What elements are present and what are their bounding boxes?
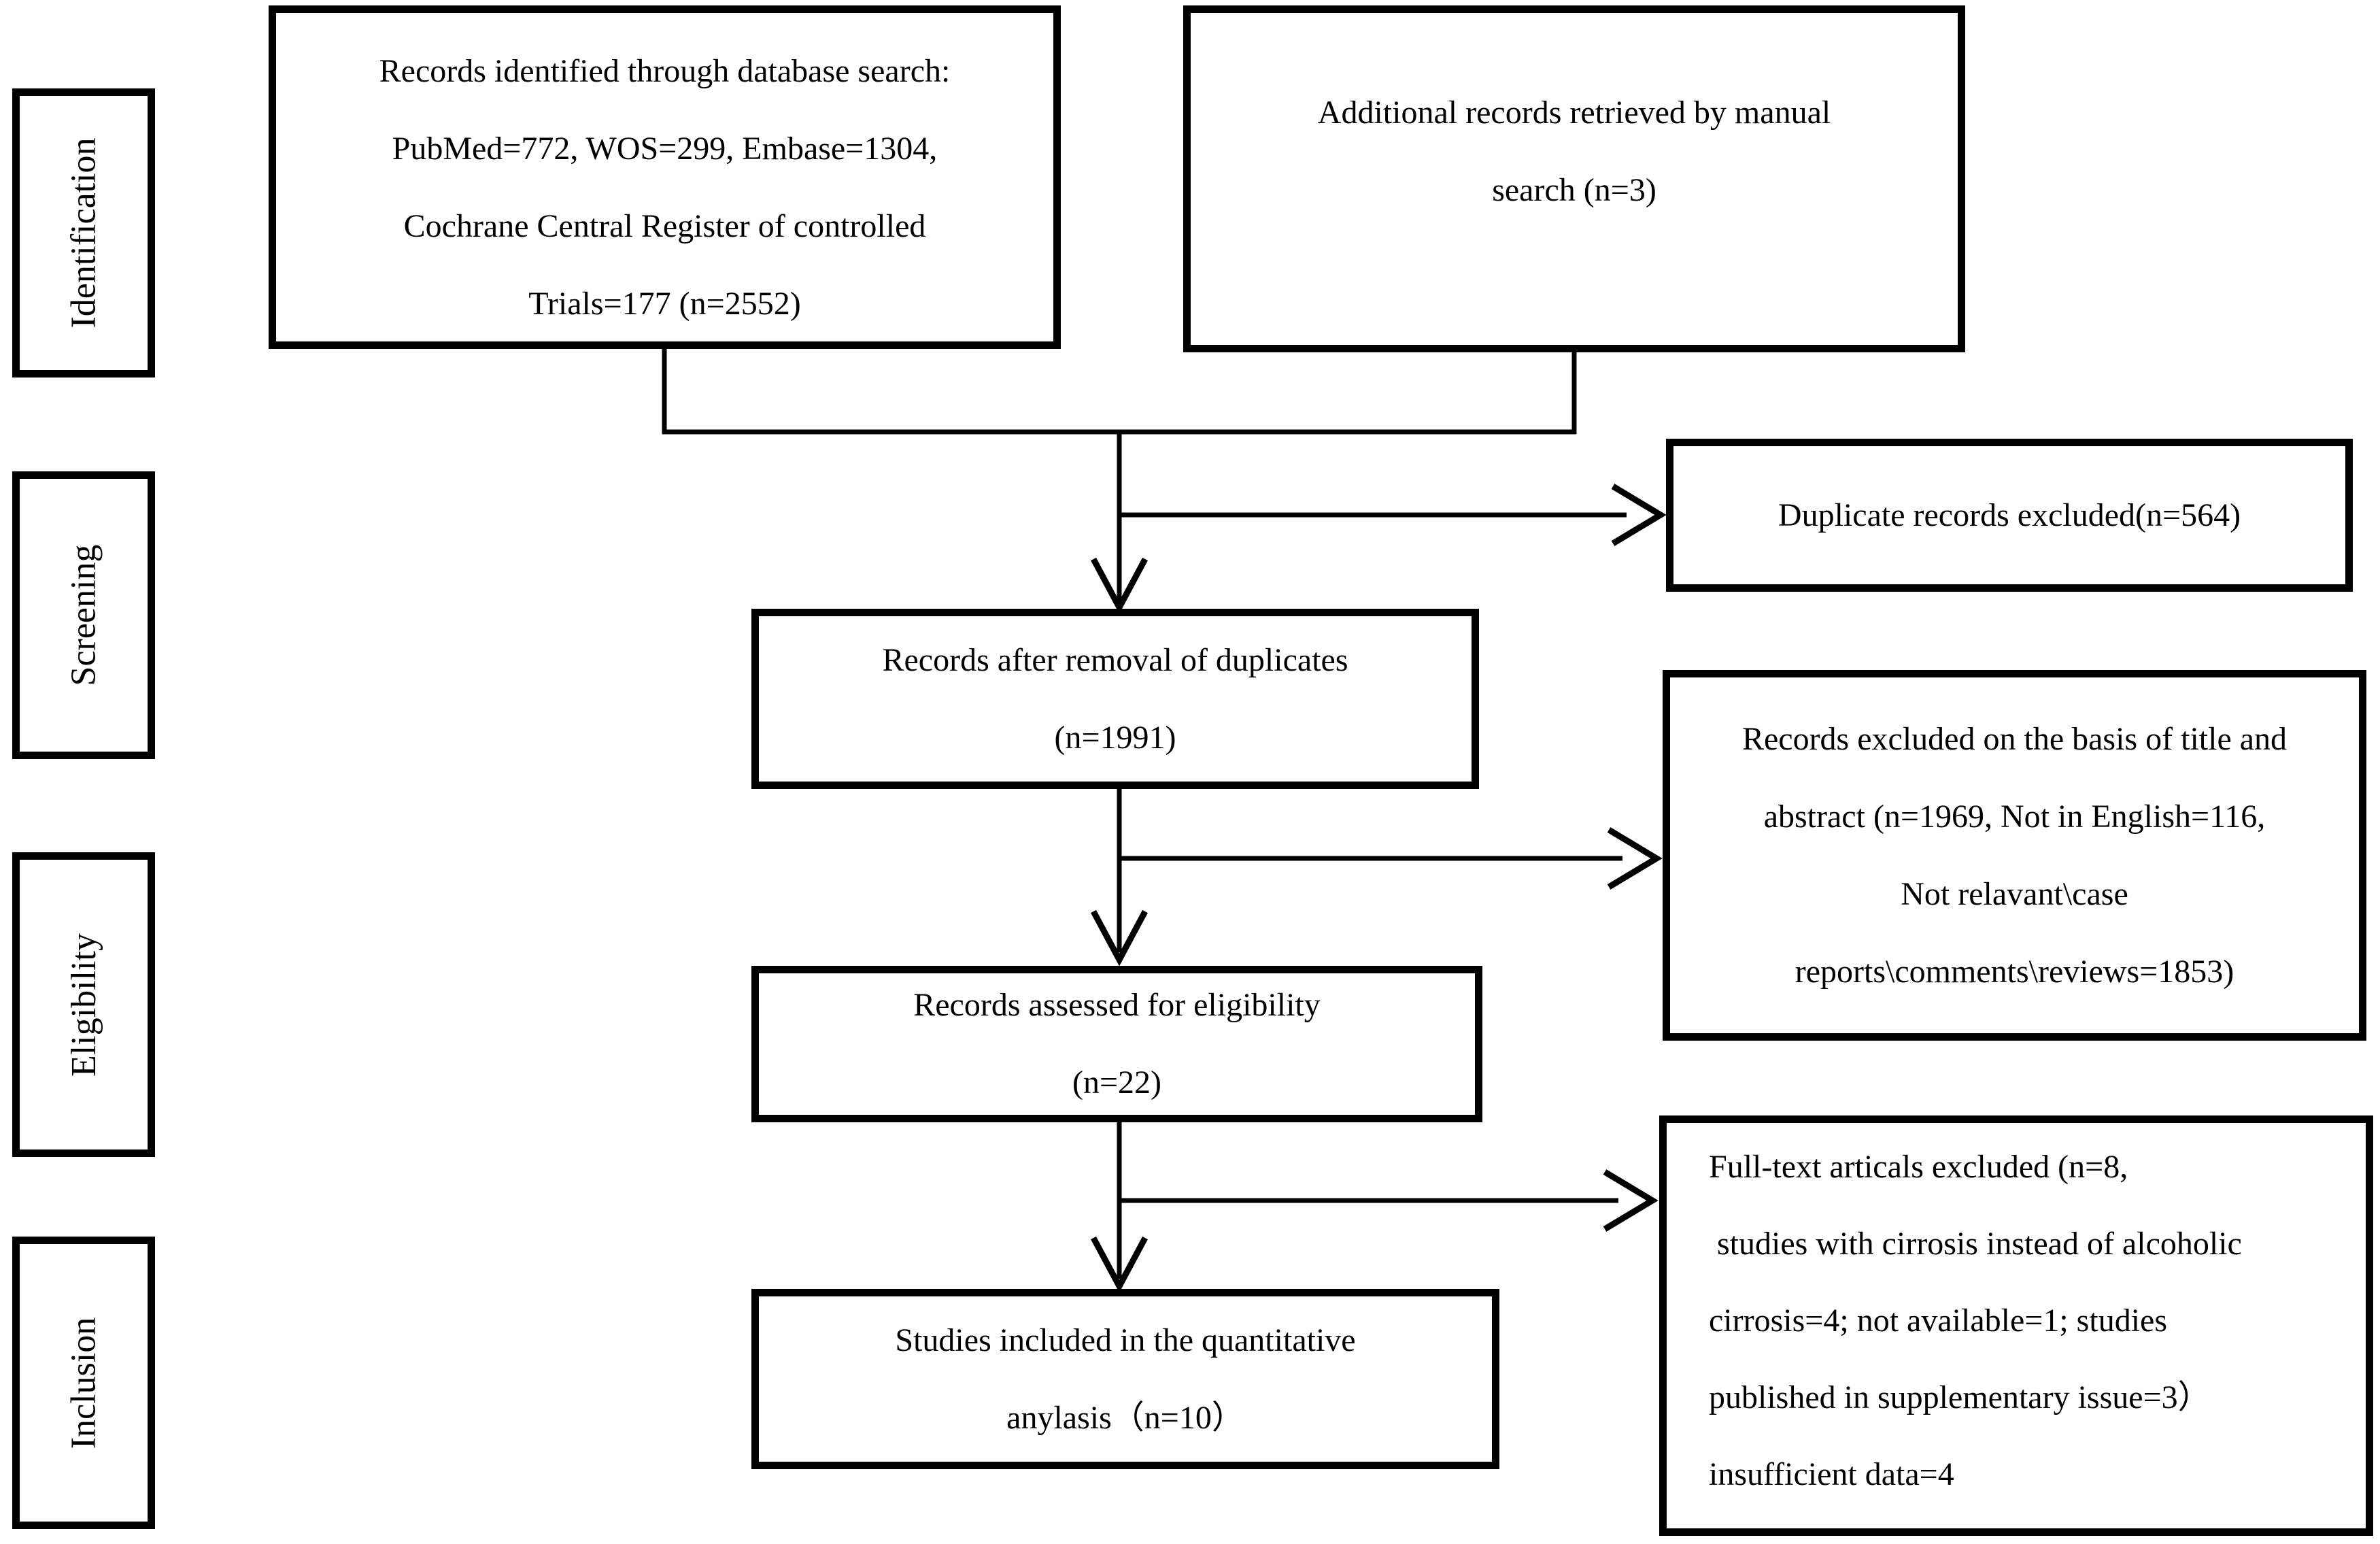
stage-box-eligibility: Eligibility: [12, 852, 155, 1157]
text-line: Studies included in the quantitative: [895, 1322, 1356, 1358]
text-line: Records after removal of duplicates: [882, 641, 1348, 678]
text-line: Additional records retrieved by manual: [1317, 95, 1831, 131]
text-line: search (n=3): [1492, 172, 1656, 208]
text-line: Duplicate records excluded(n=564): [1778, 497, 2241, 533]
text-line: PubMed=772, WOS=299, Embase=1304,: [392, 130, 938, 167]
stage-label-screening: Screening: [64, 544, 103, 686]
stage-label-inclusion: Inclusion: [64, 1317, 103, 1449]
arrowhead-to-assessed: [1091, 909, 1148, 967]
box-duplicate-records-excluded: Duplicate records excluded(n=564): [1666, 439, 2353, 592]
box-records-after-duplicates: Records after removal of duplicates (n=1…: [751, 609, 1479, 789]
text-line: Records assessed for eligibility: [913, 987, 1321, 1023]
stage-box-identification: Identification: [12, 88, 155, 377]
arrowhead-to-afterdup: [1091, 557, 1148, 614]
text-line: studies with cirrosis instead of alcohol…: [1709, 1226, 2242, 1262]
arrowhead-to-titleabs-excluded: [1607, 827, 1663, 890]
stage-label-eligibility: Eligibility: [64, 933, 103, 1077]
text-line: Records identified through database sear…: [379, 52, 951, 89]
arrowhead-to-fulltext-excluded: [1603, 1169, 1659, 1232]
stage-label-identification: Identification: [64, 137, 103, 329]
text-line: Full-text articals excluded (n=8,: [1709, 1149, 2128, 1185]
box-records-assessed-eligibility: Records assessed for eligibility (n=22): [751, 966, 1482, 1122]
box-studies-included-quantitative: Studies included in the quantitative any…: [751, 1289, 1499, 1469]
box-records-excluded-title-abstract: Records excluded on the basis of title a…: [1663, 670, 2366, 1041]
text-line: reports\comments\reviews=1853): [1795, 953, 2234, 990]
stage-box-screening: Screening: [12, 471, 155, 759]
text-line: cirrosis=4; not available=1; studies: [1709, 1303, 2168, 1339]
box-fulltext-articles-excluded: Full-text articals excluded (n=8, studie…: [1659, 1115, 2373, 1536]
arrowhead-to-duplicates-excluded: [1611, 484, 1667, 546]
text-line: anylasis（n=10）: [1006, 1399, 1244, 1436]
text-line: Not relavant\case: [1901, 875, 2128, 912]
arrowhead-to-included: [1091, 1236, 1148, 1293]
text-line: (n=1991): [1054, 719, 1176, 756]
text-line: published in supplementary issue=3）: [1709, 1379, 2211, 1415]
box-additional-records-manual: Additional records retrieved by manual s…: [1183, 5, 1965, 352]
text-line: Cochrane Central Register of controlled: [403, 207, 926, 244]
text-line: insufficient data=4: [1709, 1456, 1954, 1492]
stage-box-inclusion: Inclusion: [12, 1237, 155, 1529]
box-records-identified-database: Records identified through database sear…: [269, 5, 1061, 349]
text-line: Records excluded on the basis of title a…: [1741, 720, 2288, 757]
text-line: (n=22): [1072, 1064, 1162, 1101]
text-line: Trials=177 (n=2552): [528, 285, 801, 322]
text-line: abstract (n=1969, Not in English=116,: [1763, 798, 2266, 835]
